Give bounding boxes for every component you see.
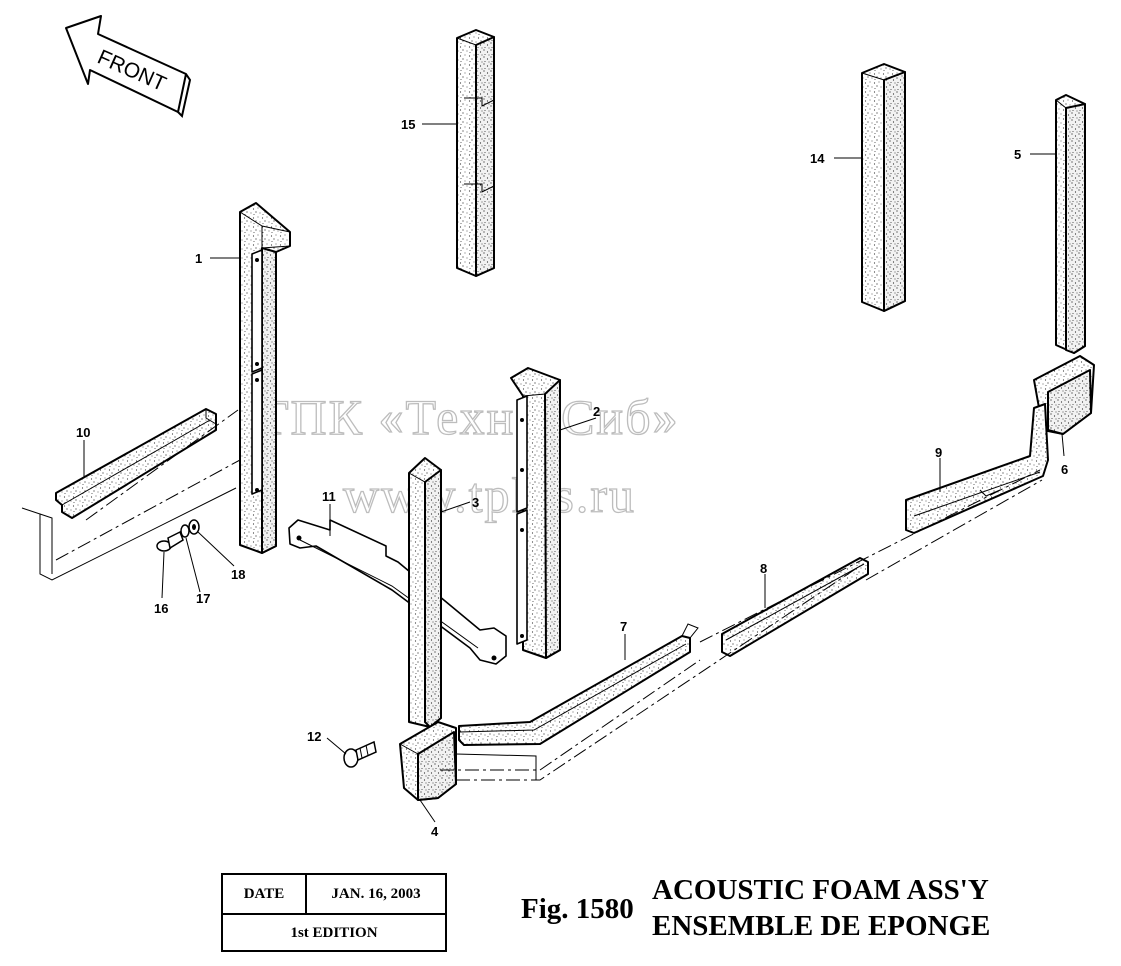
screw-12-icon xyxy=(343,740,377,768)
callout-4: 4 xyxy=(431,824,439,839)
title-block: DATE JAN. 16, 2003 1st EDITION xyxy=(221,873,447,952)
title-block-date-row: DATE JAN. 16, 2003 xyxy=(223,875,445,915)
nut-18-icon xyxy=(188,519,200,535)
callout-5: 5 xyxy=(1014,147,1021,162)
front-arrow-icon: FRONT xyxy=(65,15,192,118)
watermark-line2: www.tpkts.ru xyxy=(343,467,636,523)
callout-18: 18 xyxy=(231,567,245,582)
callout-1: 1 xyxy=(195,251,202,266)
figure-number: Fig. 1580 xyxy=(521,893,634,925)
callout-10: 10 xyxy=(76,425,90,440)
edition-label: 1st EDITION xyxy=(290,925,378,941)
foam-part-8 xyxy=(721,557,869,657)
callout-17: 17 xyxy=(196,591,210,606)
callouts: 1 2 3 4 5 6 7 8 9 10 11 12 14 15 16 17 1… xyxy=(76,117,1068,839)
callout-2: 2 xyxy=(593,404,600,419)
callout-16: 16 xyxy=(154,601,168,616)
foam-part-3 xyxy=(408,457,442,728)
watermark-line1: ТПК «Техно-Сиб» xyxy=(258,389,680,445)
callout-12: 12 xyxy=(307,729,321,744)
callout-6: 6 xyxy=(1061,462,1068,477)
foam-part-10 xyxy=(55,408,217,519)
figure-title-fr: ENSEMBLE DE EPONGE xyxy=(652,910,991,942)
callout-8: 8 xyxy=(760,561,767,576)
date-value: JAN. 16, 2003 xyxy=(331,886,421,902)
bolt-16-icon xyxy=(156,530,184,552)
callout-15: 15 xyxy=(401,117,415,132)
callout-9: 9 xyxy=(935,445,942,460)
callout-3: 3 xyxy=(472,495,479,510)
foam-part-7 xyxy=(458,623,699,746)
leader-lines xyxy=(83,123,1065,823)
foam-part-14 xyxy=(861,63,906,312)
foam-part-2 xyxy=(510,367,561,659)
foam-part-9 xyxy=(905,403,1049,534)
foam-part-1 xyxy=(239,202,291,554)
watermark: ТПК «Техно-Сиб» www.tpkts.ru xyxy=(257,388,680,523)
date-label: DATE xyxy=(223,875,307,913)
foam-part-15 xyxy=(456,29,495,277)
callout-11: 11 xyxy=(322,489,336,504)
washer-17-icon xyxy=(180,524,190,538)
foam-part-5 xyxy=(1055,94,1086,354)
foam-part-4 xyxy=(399,721,457,801)
callout-14: 14 xyxy=(810,151,825,166)
figure-title-en: ACOUSTIC FOAM ASS'Y xyxy=(652,874,989,906)
callout-7: 7 xyxy=(620,619,627,634)
bracket-part-11 xyxy=(288,519,507,665)
